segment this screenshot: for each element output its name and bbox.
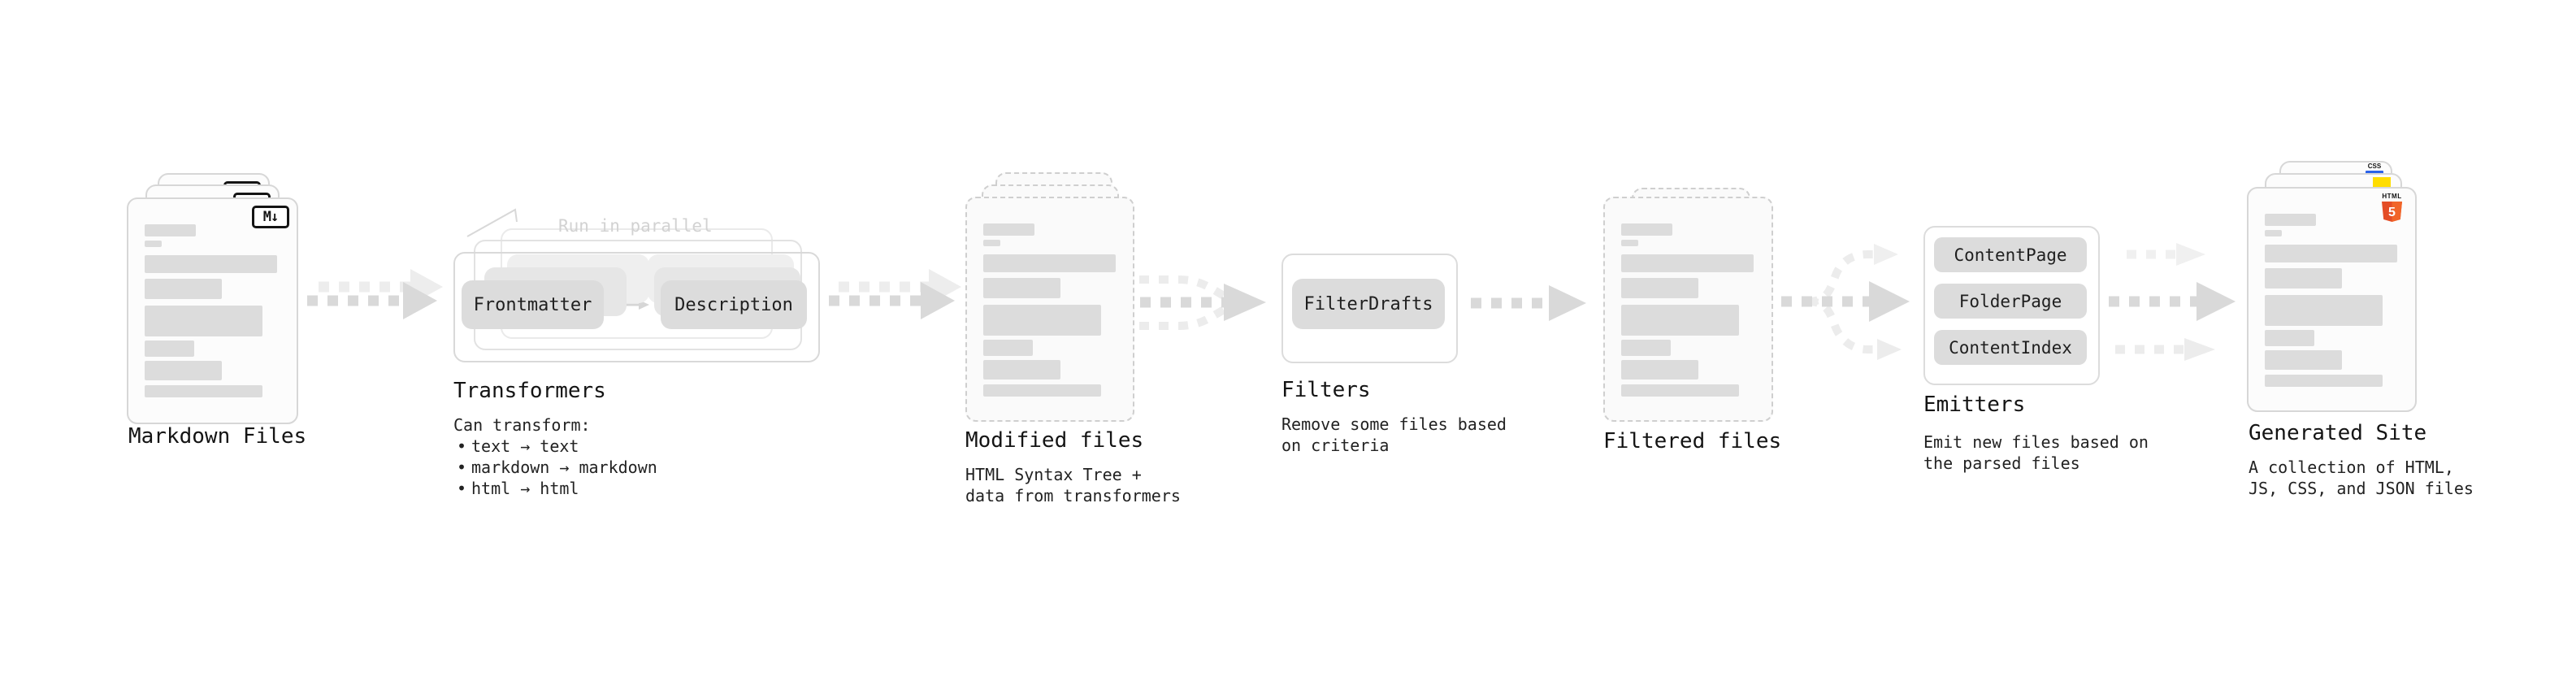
placeholder-bar (145, 306, 262, 336)
file-card-front: M↓ (127, 197, 298, 424)
placeholder-bar (983, 223, 1034, 236)
subtitle-line: Remove some files based (1281, 414, 1507, 434)
placeholder-bar (983, 240, 1000, 246)
pill-frontmatter: Frontmatter (462, 280, 604, 329)
arrow-emitters-to-generated (2109, 243, 2236, 361)
pill-contentpage: ContentPage (1934, 237, 2087, 272)
placeholder-content (2265, 214, 2415, 410)
node-transformers: Frontmatter Description Transformers Can… (453, 228, 827, 521)
subtitle-line: on criteria (1281, 436, 1390, 455)
pill-filterdrafts: FilterDrafts (1292, 279, 1445, 329)
markdown-files-title: Markdown Files (128, 424, 307, 449)
subtitle-line: Emit new files based on (1923, 432, 2149, 452)
node-filtered-files: Filtered files (1603, 188, 1798, 513)
css-badge-underline (2366, 171, 2383, 174)
arrow-filters-to-filtered (1471, 285, 1586, 321)
placeholder-bar (983, 360, 1060, 380)
file-card-front (1603, 197, 1773, 422)
node-filters: FilterDrafts Filters Remove some files b… (1281, 254, 1507, 497)
bullet-item: text → text (453, 436, 657, 457)
node-modified-files: Modified files HTML Syntax Tree + data f… (965, 172, 1181, 514)
placeholder-bar (1621, 254, 1754, 272)
subtitle-line: A collection of HTML, (2249, 458, 2454, 477)
modified-files-title: Modified files (965, 428, 1144, 453)
generated-site-subtitle: A collection of HTML, JS, CSS, and JSON … (2249, 457, 2474, 499)
node-emitters: ContentPage FolderPage ContentIndex Emit… (1923, 226, 2149, 486)
css-badge-icon: CSS (2366, 163, 2383, 174)
placeholder-bar (1621, 305, 1739, 336)
filters-title: Filters (1281, 378, 1371, 402)
placeholder-bar (1621, 240, 1638, 246)
file-card-front (965, 197, 1134, 422)
node-markdown-files: M↓ M↓ M↓ Markdown Files (127, 161, 330, 470)
placeholder-bar (2265, 230, 2282, 236)
placeholder-bar (145, 241, 162, 247)
transformer-box-front (453, 252, 820, 362)
transformers-bullet-list: text → text markdown → markdown html → h… (453, 436, 657, 499)
placeholder-bar (983, 384, 1101, 397)
placeholder-bar (983, 340, 1033, 356)
placeholder-bar (145, 361, 222, 380)
subtitle-line: the parsed files (1923, 453, 2080, 473)
placeholder-content (1621, 223, 1772, 420)
pill-contentindex: ContentIndex (1934, 330, 2087, 365)
filters-subtitle: Remove some files based on criteria (1281, 414, 1507, 456)
filtered-files-title: Filtered files (1603, 429, 1782, 453)
placeholder-bar (145, 255, 277, 273)
svg-text:5: 5 (2388, 206, 2396, 219)
modified-files-subtitle: HTML Syntax Tree + data from transformer… (965, 464, 1181, 506)
placeholder-bar (2265, 268, 2342, 288)
placeholder-bar (983, 278, 1060, 298)
markdown-icon: M↓ (252, 206, 289, 228)
js-badge-icon (2373, 177, 2391, 187)
placeholder-bar (1621, 360, 1698, 380)
placeholder-bar (2265, 245, 2397, 262)
placeholder-bar (2265, 350, 2342, 370)
arrow-transformers-to-modified (829, 269, 961, 319)
placeholder-bar (1621, 278, 1698, 298)
placeholder-bar (145, 340, 194, 357)
pill-folderpage: FolderPage (1934, 284, 2087, 319)
placeholder-bar (145, 385, 262, 397)
placeholder-bar (145, 224, 196, 236)
placeholder-bar (983, 254, 1116, 272)
placeholder-bar (1621, 384, 1739, 397)
emitters-subtitle: Emit new files based on the parsed files (1923, 432, 2149, 474)
pill-description: Description (661, 280, 807, 329)
svg-text:HTML: HTML (2382, 193, 2401, 200)
css-badge-label: CSS (2367, 163, 2382, 170)
placeholder-bar (2265, 214, 2316, 226)
placeholder-bar (145, 279, 222, 299)
generated-site-title: Generated Site (2249, 421, 2427, 445)
subtitle-line: data from transformers (965, 486, 1181, 505)
placeholder-content (983, 223, 1133, 420)
placeholder-bar (1621, 223, 1672, 236)
emitters-title: Emitters (1923, 393, 2026, 417)
subtitle-line: HTML Syntax Tree + (965, 465, 1142, 484)
transformers-title: Transformers (453, 379, 606, 403)
placeholder-bar (2265, 330, 2314, 346)
transformers-body-intro: Can transform: (453, 415, 591, 435)
node-generated-site: CSS HTML 5 Generated Site A collection o… (2247, 161, 2474, 502)
file-card-front (2247, 187, 2417, 412)
placeholder-content (145, 224, 297, 423)
placeholder-bar (1621, 340, 1671, 356)
bullet-item: html → html (453, 478, 657, 499)
arrow-filtered-to-emitters (1781, 244, 1910, 360)
html5-badge-icon: HTML 5 (2382, 193, 2402, 222)
placeholder-bar (2265, 375, 2383, 387)
bullet-item: markdown → markdown (453, 457, 657, 478)
placeholder-bar (2265, 295, 2383, 326)
subtitle-line: JS, CSS, and JSON files (2249, 479, 2474, 498)
placeholder-bar (983, 305, 1101, 336)
run-in-parallel-annotation: Run in parallel (558, 216, 713, 236)
